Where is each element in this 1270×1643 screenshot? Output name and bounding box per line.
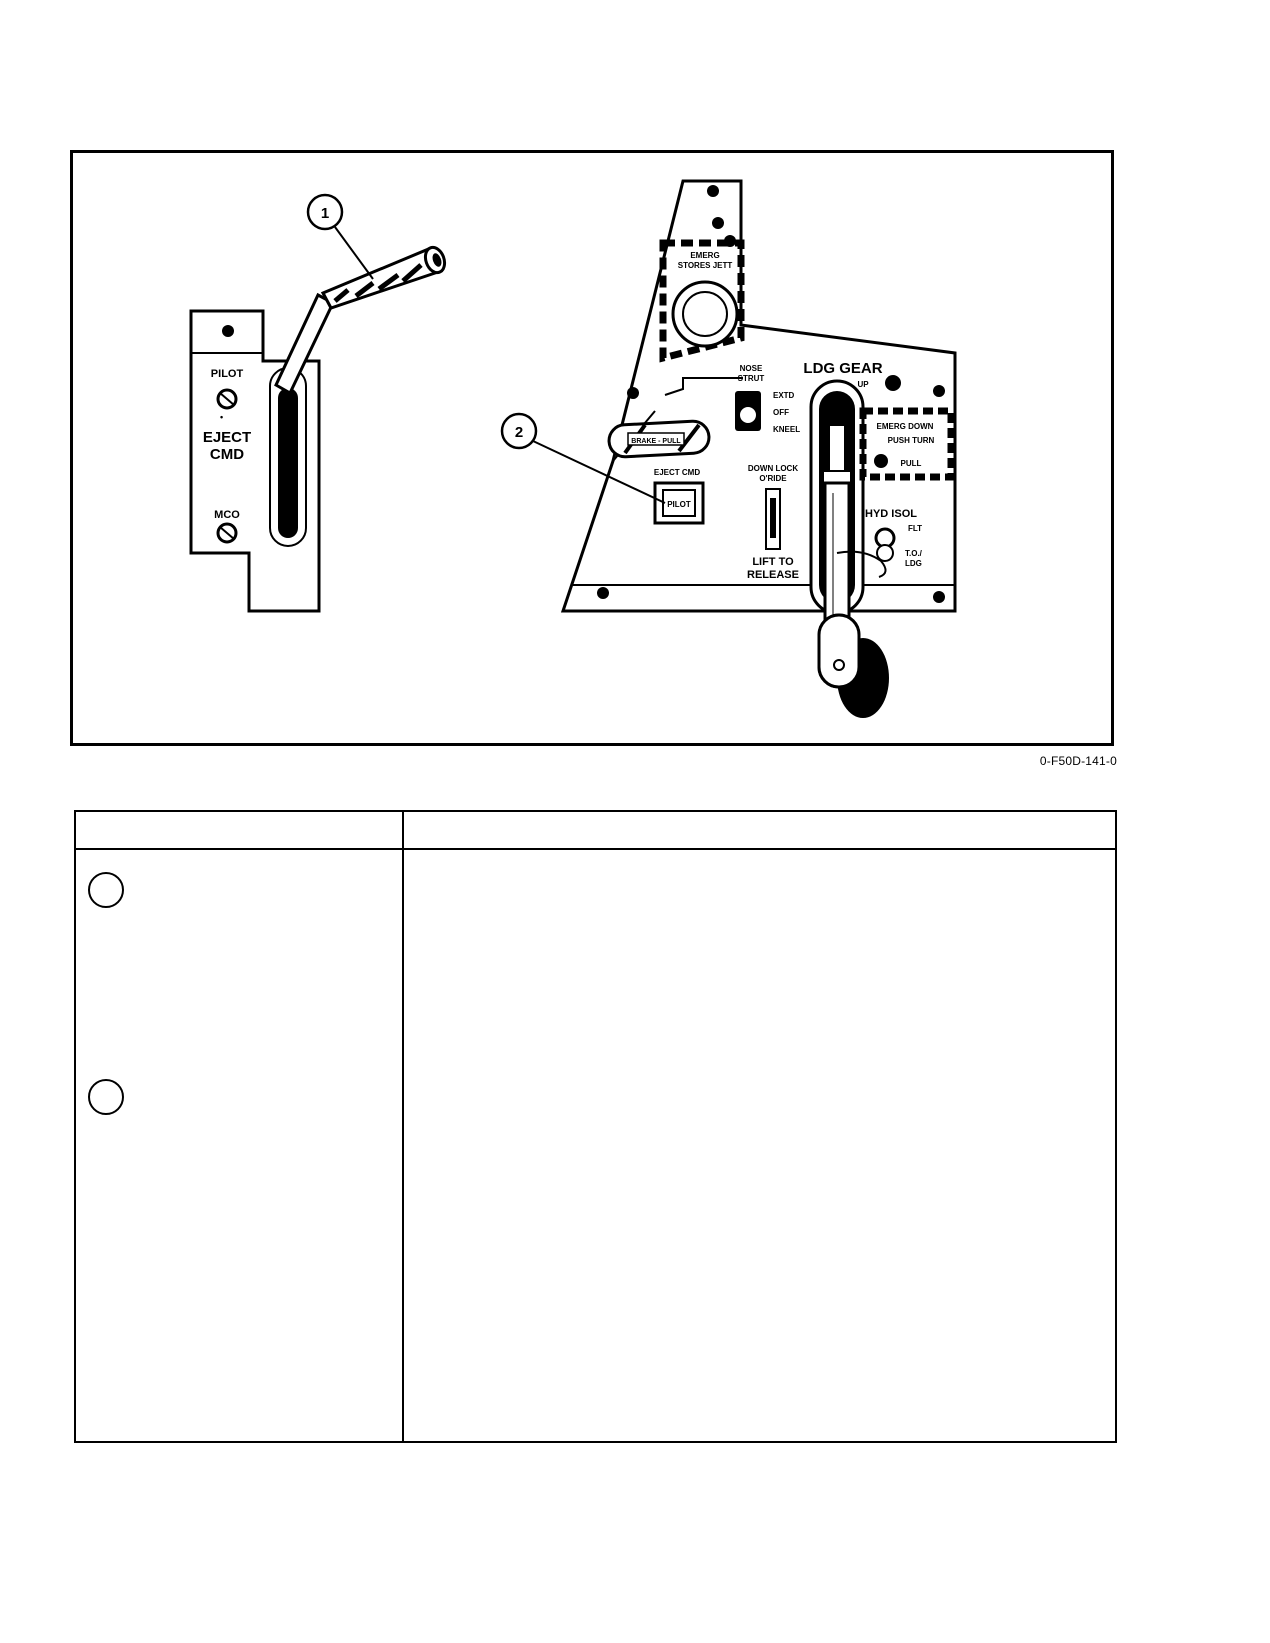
label-extd: EXTD (773, 391, 795, 400)
label-pilot-button: PILOT (667, 500, 691, 509)
callout-1: 1 (306, 193, 374, 280)
item-marker-circle (88, 872, 124, 908)
label-push-turn: PUSH TURN (888, 436, 935, 445)
header-rule (76, 848, 1115, 850)
label-brake-pull: BRAKE - PULL (631, 438, 681, 445)
label-hyd-isol: HYD ISOL (865, 508, 917, 520)
column-divider (402, 812, 404, 1441)
svg-text:1: 1 (321, 205, 329, 222)
brake-handle[interactable]: BRAKE - PULL (607, 419, 711, 459)
svg-text:•: • (220, 412, 223, 422)
label-eject: EJECT (203, 429, 251, 446)
label-down-lock: DOWN LOCK (748, 464, 798, 473)
label-lift-to: LIFT TO (752, 556, 794, 568)
label-off: OFF (773, 408, 789, 417)
eject-cmd-lever[interactable] (274, 245, 448, 396)
figure-id: 0-F50D-141-0 (1039, 754, 1117, 768)
label-ldg-gear: LDG GEAR (803, 360, 882, 377)
landing-gear-panel: EMERG STORES JETT NOSE STRUT EXTD OFF KN… (560, 179, 957, 615)
panel-screw-icon (222, 325, 234, 337)
figure-frame: PILOT • EJECT CMD MCO 1 (70, 150, 1114, 746)
label-flt: FLT (908, 524, 922, 533)
label-to: T.O./ (905, 549, 923, 558)
label-cmd: CMD (210, 446, 244, 463)
label-oride: O'RIDE (759, 474, 787, 483)
controls-illustration: PILOT • EJECT CMD MCO 1 (189, 179, 957, 718)
gear-up-light-icon (885, 375, 901, 391)
handle-slot (278, 388, 298, 538)
label-stores-jett: STORES JETT (678, 261, 733, 270)
label-pilot: PILOT (211, 368, 244, 380)
label-pull: PULL (901, 459, 922, 468)
landing-gear-handle[interactable] (817, 424, 889, 718)
legend-table (74, 810, 1117, 1443)
label-strut: STRUT (738, 374, 765, 383)
label-nose: NOSE (740, 364, 763, 373)
label-release: RELEASE (747, 569, 799, 581)
label-up: UP (857, 380, 869, 389)
svg-text:2: 2 (515, 424, 523, 441)
item-marker-circle (88, 1079, 124, 1115)
emerg-down-handle[interactable] (874, 454, 888, 468)
label-mco: MCO (214, 509, 240, 521)
callout-2: 2 (500, 412, 666, 504)
label-ldg: LDG (905, 559, 922, 568)
label-emerg: EMERG (690, 251, 719, 260)
label-eject-cmd: EJECT CMD (654, 468, 700, 477)
label-kneel: KNEEL (773, 425, 800, 434)
label-emerg-down: EMERG DOWN (877, 422, 934, 431)
